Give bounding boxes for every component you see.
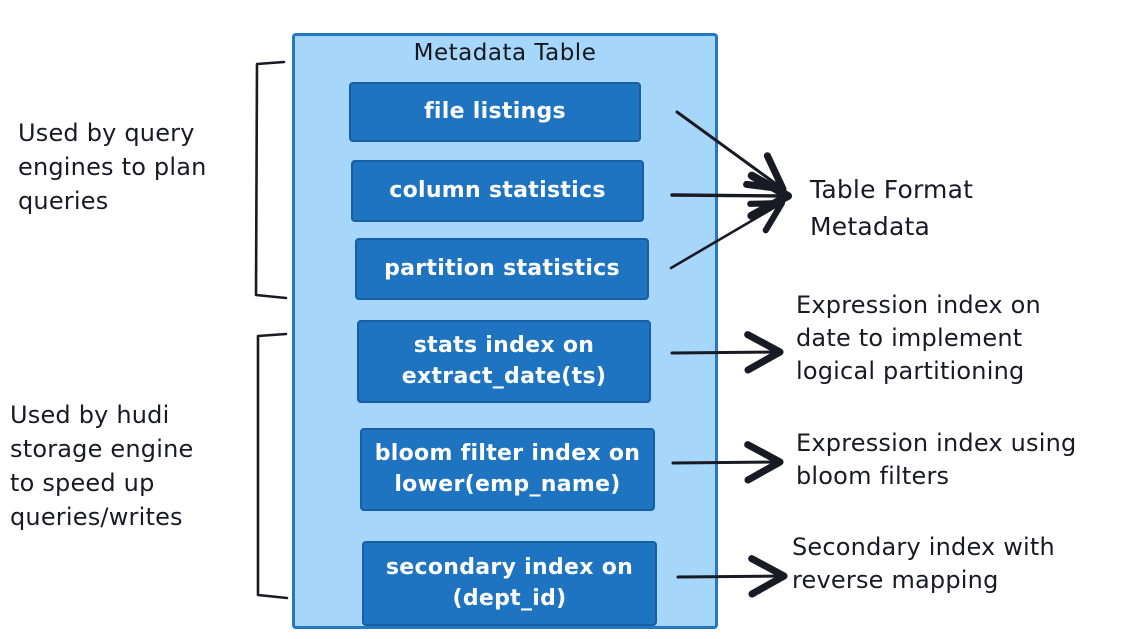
box-bloom-filter-index: bloom filter index on lower(emp_name) xyxy=(360,428,655,511)
label-table-format-metadata: Table Format Metadata xyxy=(810,175,974,241)
box-partition-statistics: partition statistics xyxy=(355,238,649,300)
label-expression-index-bloom: Expression index using bloom filters xyxy=(796,429,1077,490)
label-used-by-hudi-storage: Used by hudi storage engine to speed up … xyxy=(10,401,194,531)
label-secondary-index-reverse: Secondary index with reverse mapping xyxy=(792,533,1055,594)
box-secondary-index: secondary index on (dept_id) xyxy=(362,541,657,626)
box-column-statistics: column statistics xyxy=(351,160,644,222)
bracket-hudi-storage xyxy=(256,332,289,600)
label-used-by-query-engines: Used by query engines to plan queries xyxy=(18,119,207,215)
box-file-listings: file listings xyxy=(349,82,641,142)
box-stats-index: stats index on extract_date(ts) xyxy=(357,320,651,403)
metadata-table-title: Metadata Table xyxy=(413,40,597,66)
bracket-query-engines xyxy=(254,60,288,300)
label-expression-index-date: Expression index on date to implement lo… xyxy=(796,291,1041,385)
